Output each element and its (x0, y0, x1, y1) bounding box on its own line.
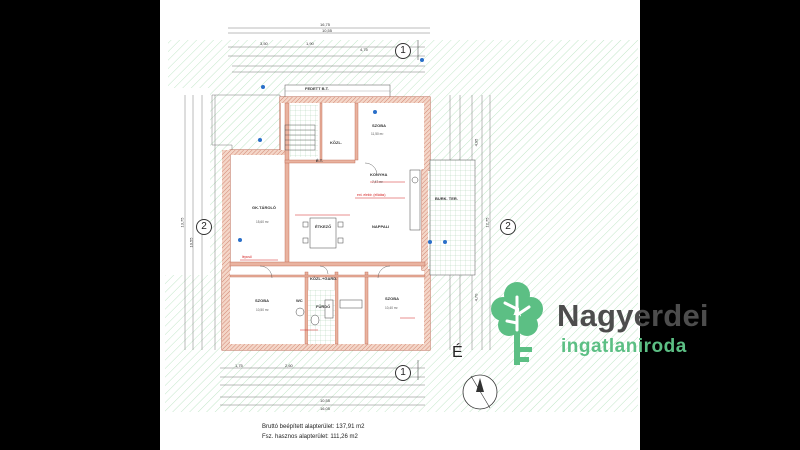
footnote-gross-area: Bruttó beépített alapterület: 137,91 m2 (262, 424, 365, 430)
room-area-gktarolo: 15,60 m² (256, 220, 269, 224)
axis-mark-right: 2 (500, 219, 516, 235)
room-label-etkezo: ÉTKEZŐ (315, 224, 332, 229)
room-label-szoba-top: SZOBA (372, 123, 386, 128)
north-label: É (452, 344, 463, 361)
room-label-fedett: FEDETT B.T. (305, 86, 329, 91)
annotation-ext-elect: ext. elektr. (ellátás) (357, 193, 386, 197)
room-label-konyha: KONYHA (370, 172, 388, 177)
brand-name: Nagyerdei (557, 298, 709, 333)
dim-top-c: 4,75 (360, 47, 368, 52)
floor-plan-page: FEDETT B.T. KÖZL. SZOBA 11,50 m² É.T. GK… (160, 0, 640, 450)
level-markers (238, 58, 447, 244)
room-label-burk-terasz: BURK. TER. (435, 196, 458, 201)
dim-bot-a: 1,75 (235, 363, 243, 368)
axis-mark-bottom: 1 (395, 365, 411, 381)
annotation-stair: lépcső (242, 255, 252, 259)
north-arrow (462, 374, 498, 410)
brand-tree-key-icon (491, 282, 543, 365)
inner-walls (229, 102, 426, 345)
footnote-net-area: Fsz. hasznos alapterület: 111,26 m2 (262, 434, 358, 440)
room-area-konyha: 7,47 m² (372, 180, 383, 184)
brand-subtitle: ingatlaniroda (561, 336, 687, 357)
bathroom-fixtures (295, 299, 363, 326)
room-label-szoba-left: SZOBA (255, 298, 269, 303)
dim-top-b: 1,90 (306, 41, 314, 46)
stair (284, 124, 316, 151)
floor-plan-drawing (165, 27, 638, 450)
room-area-szoba-top: 11,50 m² (371, 132, 384, 136)
room-label-furdo: FÜRDŐ (316, 304, 331, 309)
room-label-kozl-top: KÖZL. (330, 140, 342, 145)
dim-right-a: 12,75 (484, 217, 490, 228)
room-label-wc: WC (296, 298, 303, 303)
terrace-tiles (429, 159, 476, 276)
dim-bottom-sub: 10,55 (320, 398, 331, 403)
dimension-lines-bottom (220, 367, 425, 406)
dim-bottom-total: 16,05 (320, 406, 331, 411)
dim-right-c: 4,70 (473, 293, 479, 302)
room-label-kozl-gard: KÖZL.+GARD. (310, 276, 338, 281)
room-label-nappali: NAPPALI (372, 224, 390, 229)
dim-right-b: 4,95 (473, 138, 479, 147)
annotation-lines (240, 181, 415, 331)
dim-top-sub: 10,55 (322, 28, 333, 33)
dim-left-b: 10,55 (188, 237, 194, 248)
covered-terrace (284, 84, 391, 98)
upper-bath-tiles (290, 105, 318, 157)
axis-mark-top: 1 (395, 43, 411, 59)
room-label-et: É.T. (316, 158, 323, 163)
axis-mark-left: 2 (196, 219, 212, 235)
room-area-szoba-left: 10,50 m² (256, 308, 269, 312)
dim-bot-b: 2,60 (285, 363, 293, 368)
room-label-gktarolo: GK.TÁROLÓ (252, 205, 276, 210)
dim-top-a: 3,50 (260, 41, 268, 46)
room-area-szoba-right: 10,40 m² (385, 306, 398, 310)
dim-top-total: 16,75 (320, 22, 331, 27)
dim-left-a: 13,75 (179, 217, 185, 228)
door-swings (259, 162, 391, 279)
dimension-lines-top (228, 27, 430, 73)
room-label-szoba-right: SZOBA (385, 296, 399, 301)
dining-table (302, 217, 344, 249)
kitchen-counter (409, 169, 421, 231)
